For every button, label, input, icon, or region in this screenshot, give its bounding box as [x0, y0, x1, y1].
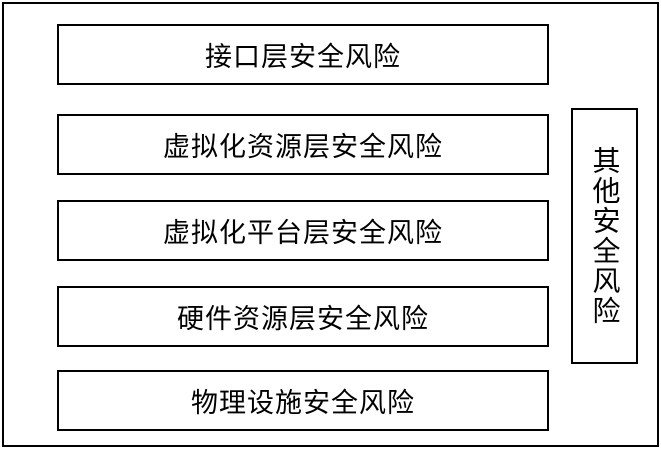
- layer-hardware-resource-label: 硬件资源层安全风险: [177, 304, 429, 335]
- layer-interface-box: 接口层安全风险: [57, 24, 549, 85]
- layer-interface-label: 接口层安全风险: [205, 42, 401, 73]
- layer-virtual-resource-label: 虚拟化资源层安全风险: [163, 132, 443, 163]
- other-risks-label: 其他安全风险: [588, 146, 622, 326]
- layer-physical-facility-box: 物理设施安全风险: [57, 370, 549, 431]
- other-risks-box: 其他安全风险: [571, 108, 638, 364]
- layer-virtual-platform-box: 虚拟化平台层安全风险: [57, 200, 549, 261]
- layer-virtual-platform-label: 虚拟化平台层安全风险: [163, 218, 443, 249]
- layer-hardware-resource-box: 硬件资源层安全风险: [57, 286, 549, 347]
- layer-virtual-resource-box: 虚拟化资源层安全风险: [57, 114, 549, 175]
- layer-physical-facility-label: 物理设施安全风险: [191, 388, 415, 419]
